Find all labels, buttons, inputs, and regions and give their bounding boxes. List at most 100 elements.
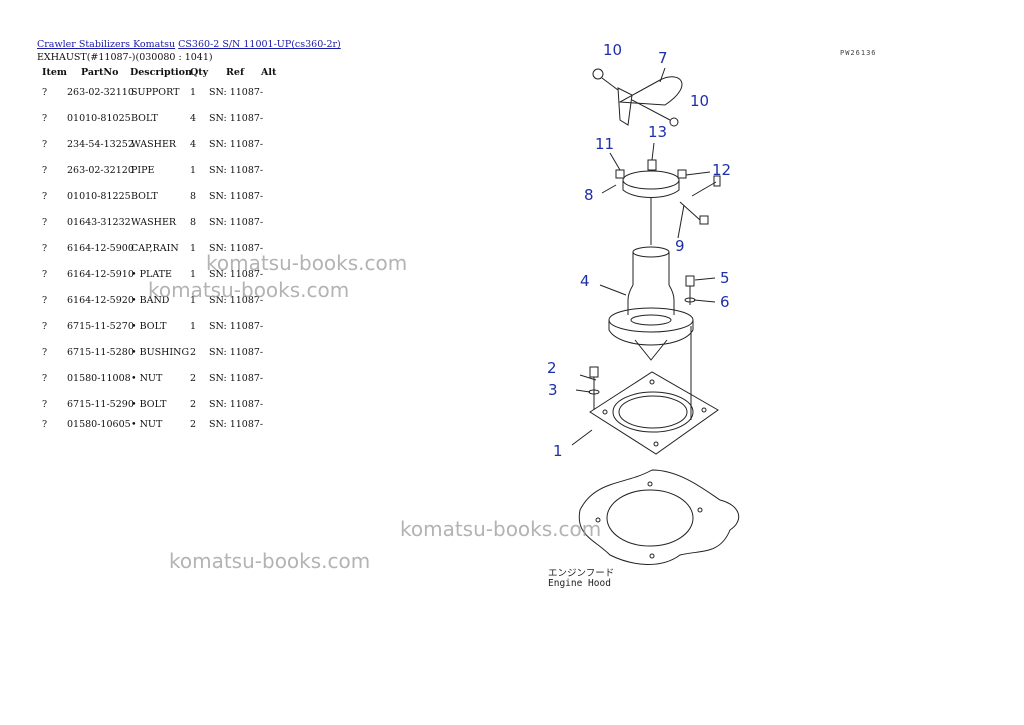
cell-partno: 01010-81025 — [67, 113, 131, 124]
table-row: ? 6164-12-5900 CAP,RAIN 1 SN: 11087- — [0, 243, 300, 257]
header-alt: Alt — [261, 67, 277, 78]
cell-item: ? — [42, 399, 48, 410]
cell-qty: 2 — [190, 399, 197, 410]
cell-partno: 6164-12-5900 — [67, 243, 134, 254]
cell-ref: SN: 11087- — [209, 419, 264, 430]
cell-ref: SN: 11087- — [209, 191, 264, 202]
cell-partno: 6715-11-5290 — [67, 399, 134, 410]
callout-1: 1 — [553, 442, 563, 460]
cell-qty: 8 — [190, 217, 197, 228]
cell-description: • PLATE — [131, 269, 172, 280]
header-ref: Ref — [226, 67, 245, 78]
cell-ref: SN: 11087- — [209, 217, 264, 228]
cell-ref: SN: 11087- — [209, 295, 264, 306]
callout-10: 10 — [690, 92, 709, 110]
cell-qty: 1 — [190, 295, 197, 306]
callout-9: 9 — [675, 237, 685, 255]
breadcrumb: Crawler Stabilizers Komatsu CS360-2 S/N … — [37, 39, 341, 50]
cell-partno: 6164-12-5920 — [67, 295, 134, 306]
header-description: Description — [130, 67, 192, 78]
cell-description: • BAND — [131, 295, 170, 306]
cell-item: ? — [42, 87, 48, 98]
callout-10: 10 — [603, 41, 622, 59]
cell-ref: SN: 11087- — [209, 87, 264, 98]
cell-description: • BOLT — [131, 399, 167, 410]
cell-qty: 4 — [190, 139, 197, 150]
callout-4: 4 — [580, 272, 590, 290]
cell-qty: 2 — [190, 347, 197, 358]
cell-description: WASHER — [131, 139, 177, 150]
cell-qty: 1 — [190, 243, 197, 254]
cell-description: PIPE — [131, 165, 155, 176]
cell-description: • NUT — [131, 373, 163, 384]
cell-ref: SN: 11087- — [209, 139, 264, 150]
cell-item: ? — [42, 419, 48, 430]
callout-8: 8 — [584, 186, 594, 204]
cell-partno: 263-02-32110 — [67, 87, 134, 98]
cell-description: BOLT — [131, 191, 158, 202]
support-plate-shape — [589, 371, 719, 455]
breadcrumb-link-model[interactable]: CS360-2 S/N 11001-UP(cs360-2r) — [178, 39, 341, 50]
watermark: komatsu-books.com — [206, 251, 408, 275]
header-qty: Qty — [190, 67, 209, 78]
table-row: ? 01010-81025 BOLT 4 SN: 11087- — [0, 113, 300, 127]
table-row: ? 6715-11-5270 • BOLT 1 SN: 11087- — [0, 321, 300, 335]
table-row: ? 263-02-32110 SUPPORT 1 SN: 11087- — [0, 87, 300, 101]
caption-japanese: エンジンフード — [548, 568, 614, 579]
cell-item: ? — [42, 347, 48, 358]
table-row: ? 6164-12-5920 • BAND 1 SN: 11087- — [0, 295, 300, 309]
cell-description: SUPPORT — [131, 87, 180, 98]
cell-ref: SN: 11087- — [209, 243, 264, 254]
header-item: Item — [42, 67, 67, 78]
cell-partno: 01580-11008 — [67, 373, 131, 384]
cell-description: BOLT — [131, 113, 158, 124]
cell-item: ? — [42, 139, 48, 150]
cell-description: • BUSHING — [131, 347, 190, 358]
callout-13: 13 — [648, 123, 667, 141]
callout-3: 3 — [548, 381, 558, 399]
cell-ref: SN: 11087- — [209, 165, 264, 176]
cell-qty: 1 — [190, 269, 197, 280]
cell-description: • BOLT — [131, 321, 167, 332]
cell-ref: SN: 11087- — [209, 113, 264, 124]
table-row: ? 234-54-13252 WASHER 4 SN: 11087- — [0, 139, 300, 153]
cell-qty: 2 — [190, 419, 197, 430]
callout-5: 5 — [720, 269, 730, 287]
cell-qty: 1 — [190, 321, 197, 332]
callout-12: 12 — [712, 161, 731, 179]
table-row: ? 01580-11008 • NUT 2 SN: 11087- — [0, 373, 300, 387]
cell-item: ? — [42, 295, 48, 306]
breadcrumb-link-category[interactable]: Crawler Stabilizers Komatsu — [37, 39, 176, 50]
cell-item: ? — [42, 373, 48, 384]
table-row: ? 6164-12-5910 • PLATE 1 SN: 11087- — [0, 269, 300, 283]
page-subtitle: EXHAUST(#11087-)(030080 : 1041) — [37, 52, 213, 63]
cell-qty: 1 — [190, 87, 197, 98]
cell-item: ? — [42, 321, 48, 332]
cell-qty: 8 — [190, 191, 197, 202]
cell-partno: 01580-10605 — [67, 419, 131, 430]
diagram-code: PW26136 — [840, 49, 877, 57]
exploded-parts-diagram: 10 7 10 11 13 12 8 9 4 5 6 2 3 1 エンジンフード… — [547, 41, 740, 589]
cell-qty: 2 — [190, 373, 197, 384]
cell-description: CAP,RAIN — [131, 243, 179, 254]
cell-ref: SN: 11087- — [209, 269, 264, 280]
cell-ref: SN: 11087- — [209, 373, 264, 384]
callout-7: 7 — [658, 49, 668, 67]
cell-qty: 1 — [190, 165, 197, 176]
cell-partno: 263-02-32120 — [67, 165, 134, 176]
header-partno: PartNo — [81, 67, 119, 78]
watermark: komatsu-books.com — [148, 278, 350, 302]
cell-item: ? — [42, 113, 48, 124]
cell-partno: 01643-31232 — [67, 217, 131, 228]
watermark: komatsu-books.com — [400, 517, 602, 541]
cell-partno: 6164-12-5910 — [67, 269, 134, 280]
caption-english: Engine Hood — [548, 578, 611, 589]
cell-description: WASHER — [131, 217, 177, 228]
callout-6: 6 — [720, 293, 730, 311]
cell-ref: SN: 11087- — [209, 347, 264, 358]
cell-description: • NUT — [131, 419, 163, 430]
watermark: komatsu-books.com — [169, 549, 371, 573]
table-row: ? 01010-81225 BOLT 8 SN: 11087- — [0, 191, 300, 205]
cell-item: ? — [42, 217, 48, 228]
cell-item: ? — [42, 165, 48, 176]
